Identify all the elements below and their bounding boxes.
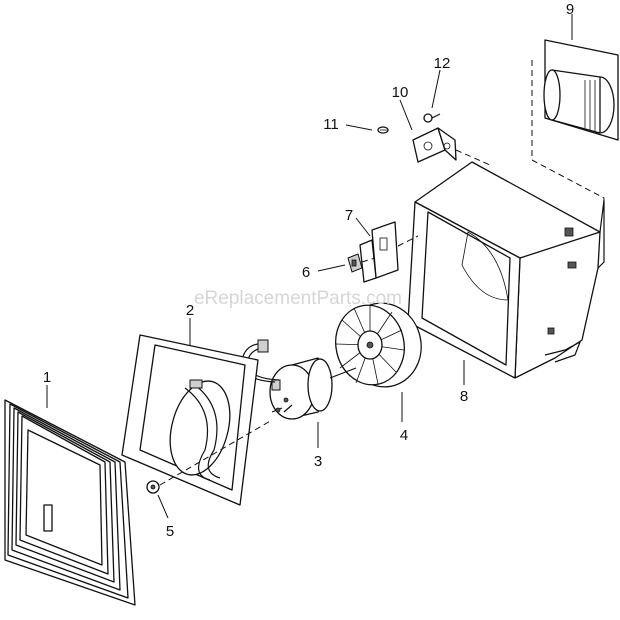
callout-6: 6 (302, 264, 310, 281)
callout-11: 11 (323, 116, 339, 133)
duct-connector-part (543, 39, 619, 141)
callout-4: 4 (400, 427, 408, 444)
callout-1: 1 (43, 369, 51, 386)
screw-12-part (423, 113, 441, 123)
callout-10: 10 (392, 84, 409, 101)
callout-2: 2 (186, 302, 194, 319)
housing-part (407, 161, 605, 379)
screw-11-part (377, 126, 389, 134)
grille-part (4, 399, 136, 606)
callout-9: 9 (566, 1, 574, 18)
callout-3: 3 (314, 453, 322, 470)
mounting-plate-part (121, 334, 259, 506)
blower-wheel-part (335, 302, 422, 388)
callout-7: 7 (345, 207, 353, 224)
callout-5: 5 (166, 523, 174, 540)
leader-lines (46, 14, 573, 519)
callout-8: 8 (460, 388, 468, 405)
callout-12: 12 (434, 55, 451, 72)
connector-part (347, 253, 363, 273)
watermark-text: eReplacementParts.com (194, 288, 402, 309)
damper-bracket-part (412, 127, 457, 163)
motor-part (269, 357, 357, 420)
nut-part (146, 480, 160, 494)
receptacle-bracket-part (359, 221, 399, 283)
